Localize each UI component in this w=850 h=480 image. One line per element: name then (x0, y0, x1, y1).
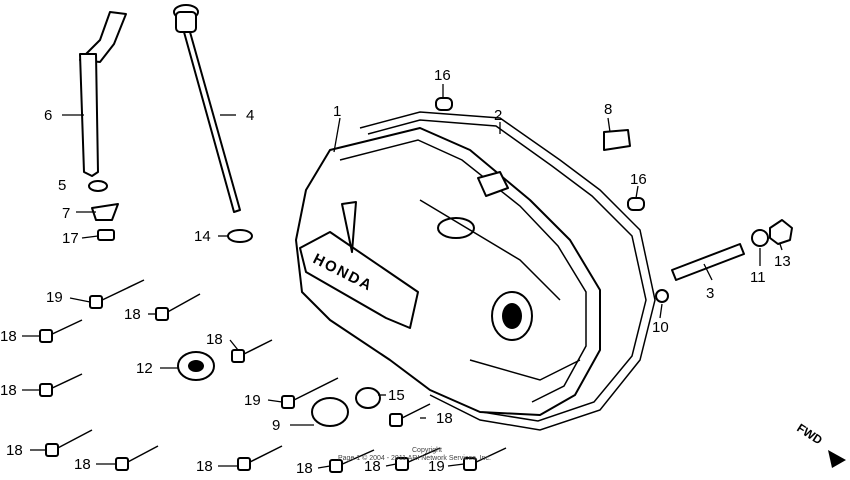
cover-rib-1 (419, 199, 561, 301)
callout-13: 13 (774, 253, 791, 270)
bolt-18-a (155, 293, 201, 321)
callout-17: 17 (62, 230, 79, 247)
dowel-pin-upper (435, 97, 453, 111)
callout-2: 2 (494, 107, 502, 124)
fwd-indicator: FWD (794, 421, 846, 468)
callout-18-d: 18 (0, 382, 17, 399)
emboss-panel (299, 231, 419, 329)
cover-rib-2 (469, 359, 581, 381)
washer-11 (751, 229, 769, 247)
callout-4: 4 (246, 107, 254, 124)
bolt-19-upper (89, 279, 145, 309)
callout-18-j: 18 (364, 458, 381, 475)
cover-rim (339, 139, 587, 403)
oil-filler-boss (477, 171, 509, 197)
callout-1: 1 (333, 103, 341, 120)
callout-9: 9 (272, 417, 280, 434)
callout-19-upper: 19 (46, 289, 63, 306)
cable-guide-tube (79, 53, 99, 177)
washer-10 (655, 289, 669, 303)
cap-9 (311, 397, 349, 427)
callout-18-k: 19 (428, 458, 445, 475)
oil-window-bore (502, 303, 522, 329)
bolt-18-b (39, 319, 83, 343)
bolt-18-g (115, 445, 159, 471)
callout-18-i: 18 (296, 460, 313, 477)
bolt-18-h (237, 445, 283, 471)
callout-12: 12 (136, 360, 153, 377)
copyright-line: Copyright (412, 447, 442, 454)
callout-16-upper: 16 (434, 67, 451, 84)
spring-7 (91, 203, 119, 221)
bolt-18-c (231, 339, 273, 363)
bolt-18-e (389, 403, 431, 427)
callout-10: 10 (652, 319, 669, 336)
callout-5: 5 (58, 177, 66, 194)
callout-16-lower: 16 (630, 171, 647, 188)
callout-18-a: 18 (124, 306, 141, 323)
right-crankcase-cover (295, 127, 601, 416)
gasket (359, 111, 656, 431)
callout-3: 3 (706, 285, 714, 302)
callout-18-e: 18 (436, 410, 453, 427)
callout-7: 7 (62, 205, 70, 222)
fwd-label: FWD (794, 421, 825, 448)
o-ring-5 (88, 180, 108, 192)
bolt-18-f (45, 429, 93, 457)
cover-cone (341, 201, 357, 253)
nut-17 (97, 229, 115, 241)
nut-13 (769, 219, 793, 245)
cable-bracket (79, 11, 127, 63)
dipstick-cap-body (175, 11, 197, 33)
callout-15: 15 (388, 387, 405, 404)
fwd-arrow-icon (828, 450, 846, 468)
bolt-18-j (395, 447, 441, 471)
o-ring-14 (227, 229, 253, 243)
collar-pin-8 (603, 129, 631, 151)
kick-shaft (671, 243, 745, 281)
bolt-18-d (39, 373, 83, 397)
callout-18-f: 18 (6, 442, 23, 459)
o-ring-15 (355, 387, 381, 409)
dipstick-rod (183, 31, 241, 213)
copyright-detail: Page 1 © 2004 - 2011 ARI Network Service… (338, 454, 491, 462)
gasket-inner-edge (367, 119, 647, 422)
callout-6: 6 (44, 107, 52, 124)
callout-19-lower: 19 (244, 392, 261, 409)
callout-18-g: 18 (74, 456, 91, 473)
callout-18-h: 18 (196, 458, 213, 475)
filler-hole (437, 217, 475, 239)
callout-14: 14 (194, 228, 211, 245)
callout-18-c: 18 (206, 331, 223, 348)
oil-seal-12-bore (188, 360, 204, 372)
callout-18-b: 18 (0, 328, 17, 345)
callout-11: 11 (750, 269, 766, 286)
dowel-pin-lower (627, 197, 645, 211)
callout-8: 8 (604, 101, 612, 118)
